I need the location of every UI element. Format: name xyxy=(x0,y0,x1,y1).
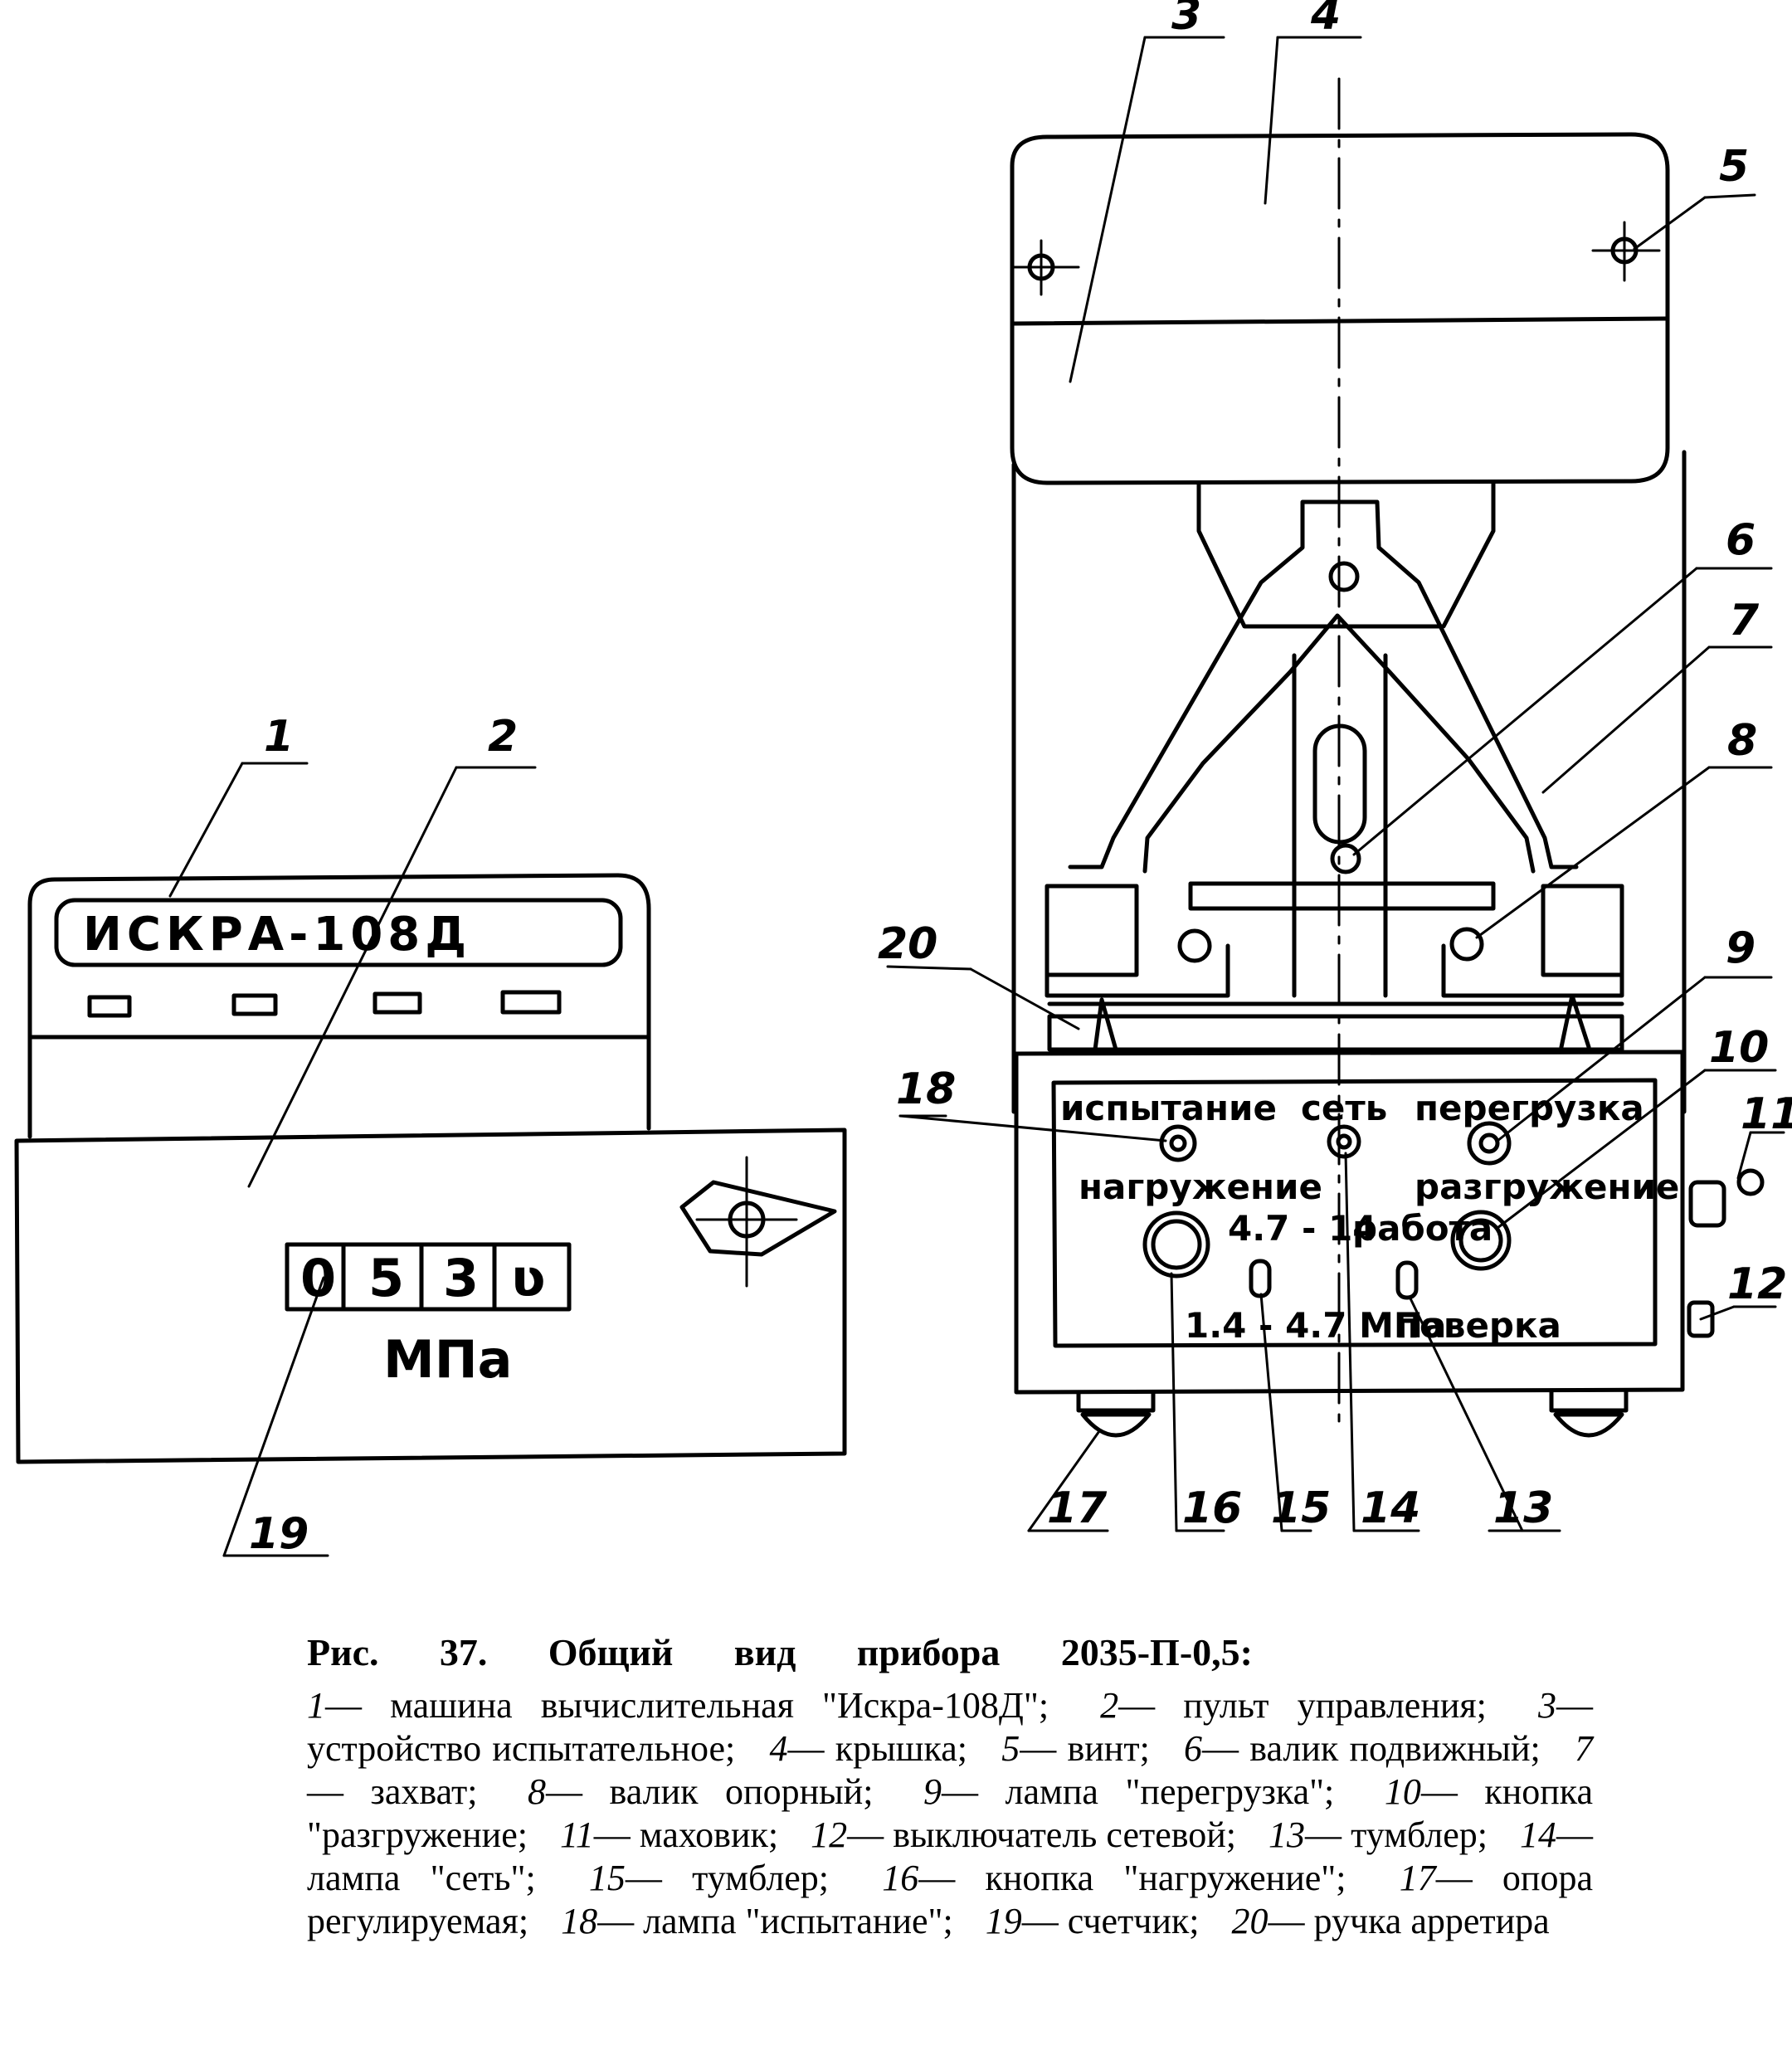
callout-number: 3 xyxy=(1171,0,1201,40)
legend-item: 6— валик подвижный; xyxy=(1184,1728,1541,1769)
callout-number: 7 xyxy=(1729,596,1760,645)
callout-number: 2 xyxy=(488,712,518,762)
label-overload: перегрузка xyxy=(1415,1088,1644,1128)
counter-digit: ʋ xyxy=(511,1248,546,1308)
toggle-mode xyxy=(1395,1260,1419,1300)
lamp-network xyxy=(1327,1124,1361,1159)
callout-number: 18 xyxy=(896,1064,956,1114)
legend-item: 16— кнопка "нагружение"; xyxy=(882,1858,1346,1898)
legend-item: 1— машина вычислительная "Искра-108Д"; xyxy=(307,1685,1049,1726)
label-verify: поверка xyxy=(1395,1305,1561,1346)
counter-digit: 5 xyxy=(368,1248,404,1308)
test-device xyxy=(1010,77,1687,1429)
callout-number: 8 xyxy=(1727,716,1757,766)
counter-digit: 0 xyxy=(300,1248,336,1308)
label-loading: нагружение xyxy=(1079,1167,1322,1207)
legend-item: 10— кнопка "разгружение; xyxy=(307,1771,1594,1855)
legend-item: 17— опора регулируемая; xyxy=(307,1858,1593,1941)
figure-caption: Рис. 37. Общий вид прибора 2035-П-0,5: 1… xyxy=(307,1630,1593,1943)
callout-number: 12 xyxy=(1727,1259,1787,1309)
legend-item: 12— выключатель сетевой; xyxy=(811,1814,1236,1855)
legend-item: 9— лампа "перегрузка"; xyxy=(923,1771,1335,1812)
legend-item: 15— тумблер; xyxy=(588,1858,830,1898)
unloading-button xyxy=(1450,1210,1512,1271)
label-range-high: 4.7 - 14 xyxy=(1228,1208,1377,1249)
left-leaders: 1 2 19 xyxy=(168,712,537,1559)
legend-item: 5— винт; xyxy=(1001,1728,1150,1769)
callout-number: 6 xyxy=(1726,515,1755,565)
callout-number: 20 xyxy=(878,919,937,969)
legend-item: 14— лампа "сеть"; xyxy=(307,1814,1594,1898)
legend-item: 11— маховик; xyxy=(560,1814,779,1855)
callout-number: 9 xyxy=(1726,923,1755,973)
legend-item: 3— устройство испытательное; xyxy=(307,1685,1593,1769)
callout-number: 19 xyxy=(249,1509,309,1559)
callout-number: 14 xyxy=(1361,1483,1420,1533)
lamp-overload xyxy=(1467,1121,1512,1166)
device-brand-label: ИСКРА-108Д xyxy=(83,908,471,962)
counter-unit: МПа xyxy=(383,1329,512,1390)
legend-item: 7— захват; xyxy=(307,1728,1594,1812)
callout-number: 4 xyxy=(1310,0,1341,40)
callout-number: 11 xyxy=(1741,1089,1792,1139)
control-panel-unit: 0 5 3 ʋ МПа xyxy=(14,1128,847,1464)
callout-number: 13 xyxy=(1493,1483,1553,1533)
lamp-test xyxy=(1159,1124,1197,1162)
right-leaders: 3 4 5 6 7 8 20 18 9 10 11 12 13 xyxy=(878,0,1792,1533)
label-test: испытание xyxy=(1060,1088,1277,1128)
legend-item: 4— крышка; xyxy=(769,1728,968,1769)
toggle-range xyxy=(1249,1259,1272,1298)
label-network: сеть xyxy=(1301,1088,1387,1128)
computer-unit: ИСКРА-108Д xyxy=(27,873,651,1139)
legend-item: 8— валик опорный; xyxy=(528,1771,874,1812)
caption-title: Рис. 37. Общий вид прибора 2035-П-0,5: xyxy=(307,1631,1253,1673)
callout-number: 5 xyxy=(1719,142,1749,192)
counter: 0 5 3 ʋ МПа xyxy=(285,1242,572,1390)
label-unloading: разгружение xyxy=(1415,1167,1679,1207)
legend-item: 2— пульт управления; xyxy=(1100,1685,1487,1726)
legend-item: 20— ручка арретира xyxy=(1231,1901,1550,1941)
legend-item: 19— счетчик; xyxy=(985,1901,1200,1941)
device-drawing: ИСКРА-108Д 0 5 3 ʋ МПа 1 2 1 xyxy=(14,0,1792,1559)
callout-number: 16 xyxy=(1182,1483,1242,1533)
legend-item: 13— тумблер; xyxy=(1269,1814,1488,1855)
callout-number: 10 xyxy=(1709,1023,1769,1073)
front-panel: испытание сеть перегрузка нагружение раз… xyxy=(1014,1050,1765,1438)
legend-item: 18— лампа "испытание"; xyxy=(561,1901,953,1941)
caption-legend: 1— машина вычислительная "Искра-108Д"; 2… xyxy=(307,1684,1593,1943)
loading-button xyxy=(1142,1210,1210,1279)
callout-number: 1 xyxy=(264,712,294,762)
label-range-low: 1.4 - 4.7 МПа xyxy=(1185,1305,1446,1346)
counter-digit: 3 xyxy=(443,1248,479,1308)
callout-number: 15 xyxy=(1271,1483,1331,1533)
callout-number: 17 xyxy=(1047,1483,1108,1533)
